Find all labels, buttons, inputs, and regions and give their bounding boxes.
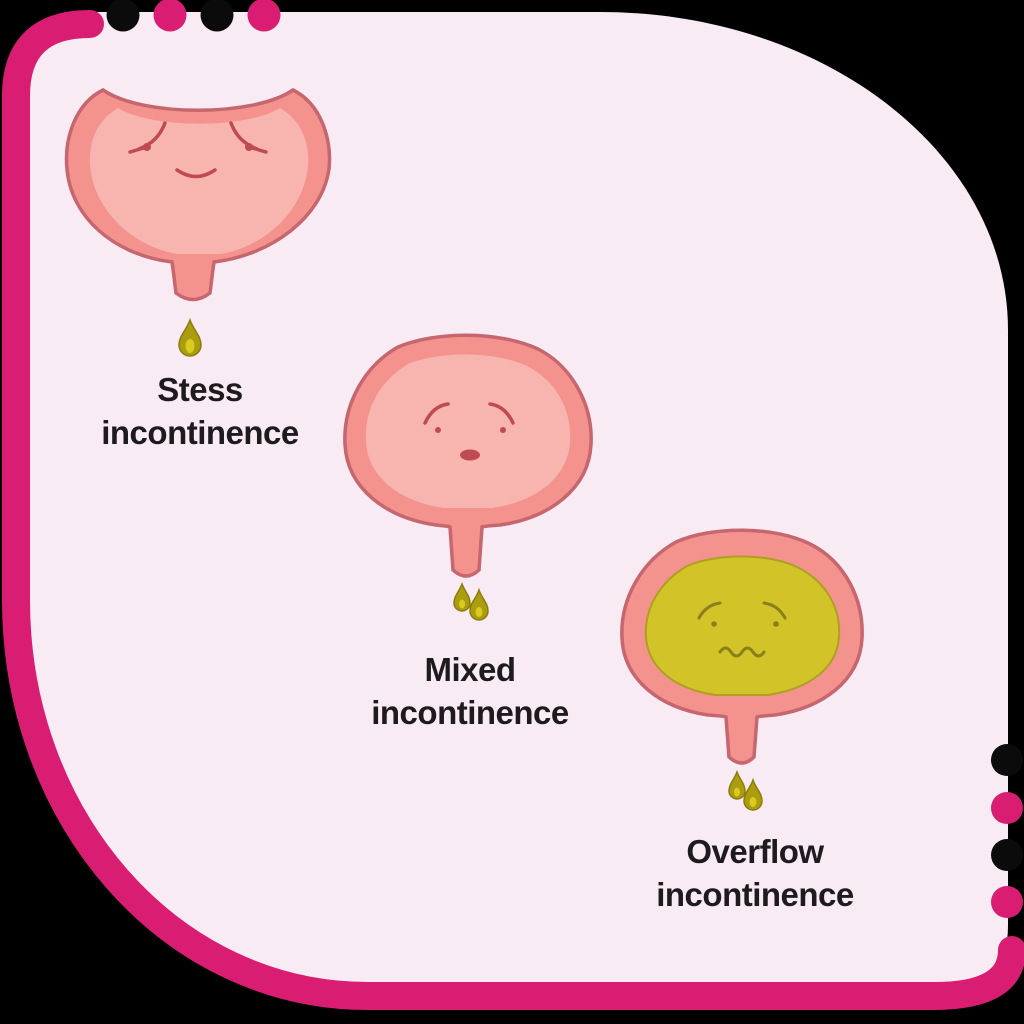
urine-drop-icon <box>743 777 763 811</box>
urine-drop-highlight <box>185 339 195 353</box>
label-line: incontinence <box>101 414 299 451</box>
right-dot-column <box>991 744 1023 918</box>
accent-dot-icon <box>991 744 1023 776</box>
worried-brow-left <box>423 402 450 425</box>
eye-right <box>500 427 506 433</box>
label-line: Mixed <box>424 651 516 688</box>
accent-dot-icon <box>991 886 1023 918</box>
urine-drop-highlight <box>749 797 757 807</box>
accent-dot-icon <box>153 0 187 32</box>
worried-brow-right <box>762 601 787 620</box>
label-line: incontinence <box>371 694 569 731</box>
accent-dot-icon <box>200 0 234 32</box>
label-line: Overflow <box>686 833 824 870</box>
label-line: incontinence <box>656 876 854 913</box>
urine-drop-highlight <box>459 599 465 609</box>
urine-drop-highlight <box>734 787 740 797</box>
worried-brow-right <box>488 402 515 425</box>
top-dot-row <box>106 0 281 32</box>
sad-bladder-two-drops-icon <box>343 333 593 621</box>
frown-mouth <box>175 168 217 179</box>
urine-drop-icon <box>178 317 202 357</box>
card-border-stroke <box>2 10 1024 1010</box>
urine-drop-icon <box>469 587 489 621</box>
closed-sad-eye-left <box>128 145 149 154</box>
accent-dot-icon <box>106 0 140 32</box>
accent-dot-icon <box>247 0 281 32</box>
label-stress-incontinence: Stess incontinence <box>30 368 370 454</box>
closed-sad-eye-right <box>247 145 268 154</box>
label-line: Stess <box>157 371 243 408</box>
worried-brow-left <box>697 601 722 620</box>
urine-drop-icon <box>728 769 746 800</box>
accent-dot-icon <box>991 839 1023 871</box>
label-mixed-incontinence: Mixed incontinence <box>300 648 640 734</box>
wavy-mouth <box>718 646 766 658</box>
full-yellow-bladder-two-drops-icon <box>620 528 864 811</box>
urine-drop-icon <box>453 581 471 612</box>
sad-bladder-single-drop-icon <box>64 87 332 357</box>
eye-right <box>773 621 779 627</box>
eye-left <box>711 621 717 627</box>
eye-left <box>435 427 441 433</box>
bladder-inner <box>365 354 571 508</box>
open-mouth <box>460 449 480 461</box>
label-overflow-incontinence: Overflow incontinence <box>585 830 925 916</box>
accent-dot-icon <box>991 792 1023 824</box>
bladder-full-urine <box>644 555 841 696</box>
urine-drop-highlight <box>475 607 483 617</box>
